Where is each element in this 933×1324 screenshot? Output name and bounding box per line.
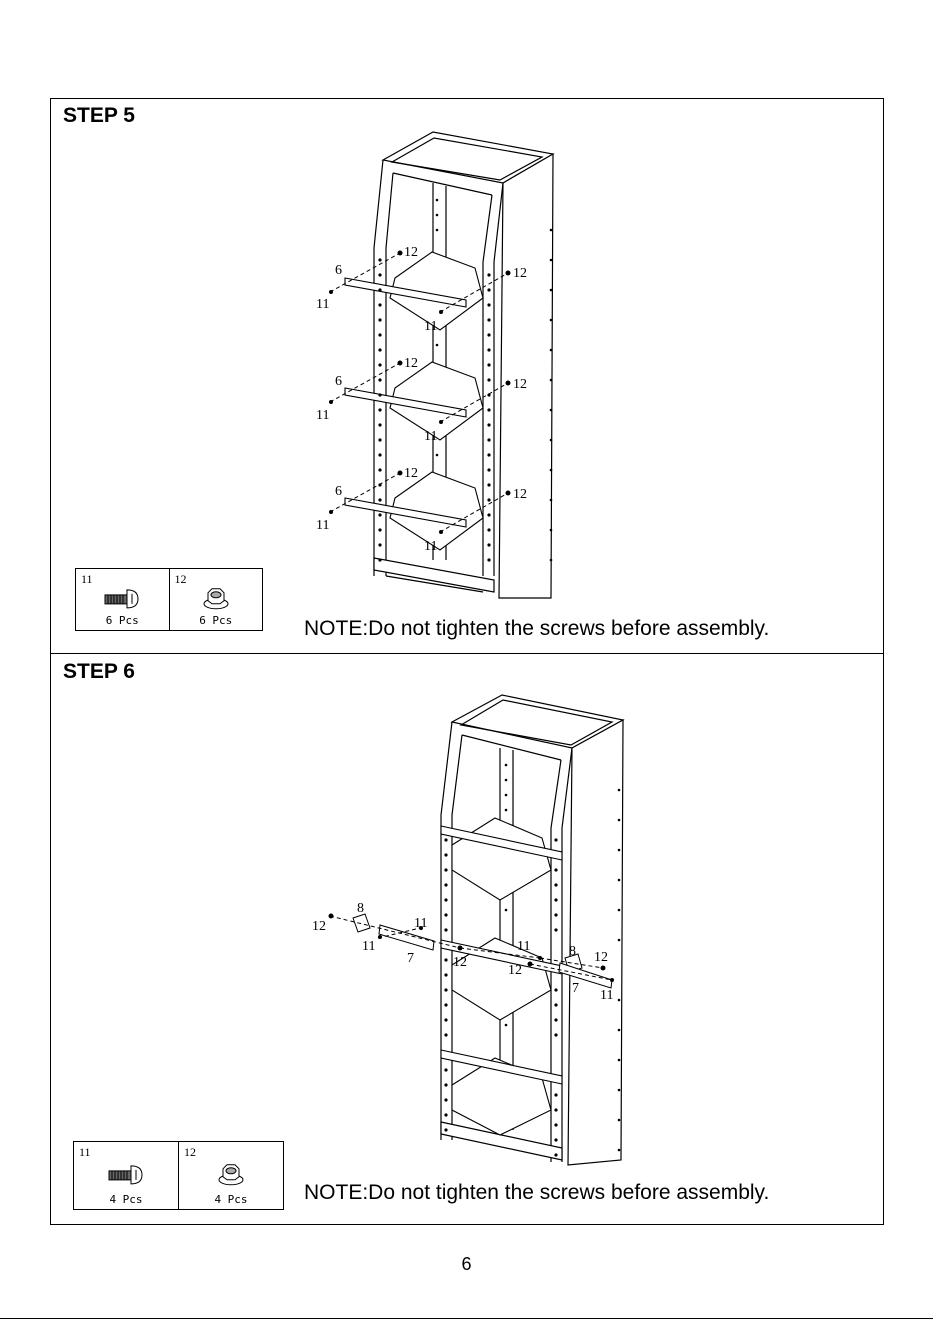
callout-11: 11 — [600, 988, 613, 1003]
callout-11: 11 — [414, 916, 427, 931]
callout-12: 12 — [594, 950, 608, 965]
callout-6: 6 — [335, 374, 342, 389]
callout-11: 11 — [362, 939, 375, 954]
page-number: 6 — [0, 1254, 933, 1275]
callout-6: 6 — [335, 484, 342, 499]
callout-12: 12 — [453, 955, 467, 970]
callout-6: 6 — [335, 263, 342, 278]
callout-12: 12 — [513, 266, 527, 281]
callout-11: 11 — [517, 939, 530, 954]
callout-8: 8 — [569, 944, 576, 959]
callout-12: 12 — [508, 963, 522, 978]
step5-shelves — [345, 252, 483, 550]
callout-11: 11 — [316, 297, 329, 312]
callout-11: 11 — [424, 539, 437, 554]
callout-12: 12 — [404, 466, 418, 481]
callout-7: 7 — [407, 951, 414, 966]
callout-11: 11 — [316, 518, 329, 533]
callout-7: 7 — [572, 981, 579, 996]
callout-11: 11 — [424, 429, 437, 444]
callout-8: 8 — [357, 901, 364, 916]
callout-12: 12 — [404, 245, 418, 260]
bottom-rule — [0, 1318, 933, 1319]
callout-11: 11 — [424, 319, 437, 334]
callout-12: 12 — [312, 919, 326, 934]
callout-12: 12 — [513, 487, 527, 502]
callout-12: 12 — [513, 377, 527, 392]
step6-shelves — [441, 818, 562, 1135]
callout-12: 12 — [404, 356, 418, 371]
callout-11: 11 — [316, 408, 329, 423]
